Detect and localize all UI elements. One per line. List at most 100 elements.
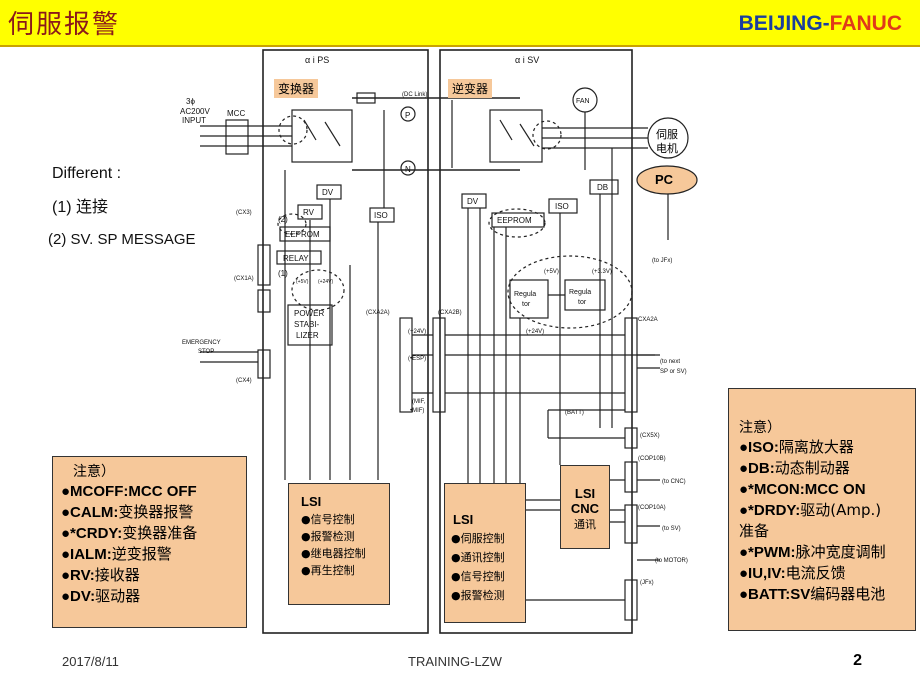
cx5x-label: (CX5X) — [640, 433, 660, 439]
lsi-ps-box: LSI ●信号控制 ●报警检测 ●继电器控制 ●再生控制 — [288, 483, 390, 605]
input-label-3: INPUT — [182, 116, 206, 125]
ps-rv-label: RV — [303, 208, 315, 217]
to-next-2: SP or SV) — [660, 369, 687, 375]
brand-part-2: FANUC — [829, 12, 902, 35]
plus3v-label: (+3.3V) — [592, 269, 612, 275]
lsi-cnc-title-1: LSI — [574, 486, 596, 501]
connector-cx1a — [257, 244, 271, 286]
motor-circle — [647, 117, 689, 159]
right-note-item: ●ISO:隔离放大器 — [739, 438, 854, 456]
right-note-item: ●BATT:SV编码器电池 — [739, 585, 886, 603]
ps-dv-label: DV — [322, 188, 334, 197]
db-label: DB — [597, 183, 608, 192]
right-note-item: ●*MCON:MCC ON — [739, 481, 866, 498]
slide-title: 伺服报警 — [8, 10, 121, 40]
ps-eeprom-label: EEPROM — [285, 230, 320, 239]
inverter-bridge — [489, 109, 543, 163]
ps-dv-box — [316, 184, 342, 200]
connector-cxa2a — [399, 317, 413, 413]
mark-2-label: (2) — [278, 215, 288, 224]
ps-iso-label: ISO — [374, 211, 388, 220]
connector-cx5x — [624, 427, 638, 449]
right-note-item: ●IU,IV:电流反馈 — [739, 564, 846, 582]
left-note-item: ●IALM:逆变报警 — [61, 545, 172, 563]
to-motor-label: (to MOTOR) — [655, 558, 688, 564]
sv-module-box — [439, 49, 633, 634]
regulator-2-line-1: Regula — [569, 289, 591, 296]
handwritten-line-1: Different : — [52, 165, 121, 182]
right-notes-panel: 注意） ●ISO:隔离放大器 ●DB:动态制动器 ●*MCON:MCC ON ●… — [728, 388, 916, 631]
power-stabilizer-3: LIZER — [296, 331, 319, 340]
db-box — [589, 179, 619, 195]
connector-cop10b — [624, 461, 638, 493]
connector-cop10a — [624, 504, 638, 544]
mcc-label: MCC — [227, 109, 245, 118]
ps-module-box — [262, 49, 429, 634]
lsi-sv-title: LSI — [453, 512, 474, 527]
mark-1-label: (1) — [278, 269, 288, 278]
mcc-contactor — [225, 119, 249, 155]
lsi-ps-item: ●再生控制 — [301, 564, 355, 577]
to-cnc-label: (to CNC) — [662, 479, 686, 485]
right-notes-head: 注意） — [739, 420, 781, 436]
sv-iso-box — [548, 198, 578, 214]
lsi-cnc-box: LSI CNC 通讯 — [560, 465, 610, 549]
converter-label: 变换器 — [274, 79, 319, 98]
p-label: P — [405, 111, 410, 120]
plus5v-label: (+5V) — [544, 269, 559, 275]
input-label-2: AC200V — [180, 107, 210, 116]
p-terminal — [400, 106, 416, 122]
lsi-sv-item: ●信号控制 — [451, 570, 505, 583]
left-note-item: ●RV:接收器 — [61, 566, 140, 584]
plus24v-sv-label: (+24V) — [526, 329, 544, 335]
left-note-item: ●MCOFF:MCC OFF — [61, 483, 197, 500]
esp-label: (•ESP) — [408, 356, 426, 362]
left-notes-head: 注意） — [73, 464, 115, 480]
left-note-item: ●CALM:变换器报警 — [61, 503, 194, 521]
power-stabilizer-2: STABI- — [294, 320, 320, 329]
connector-cx1a-2 — [257, 289, 271, 313]
lsi-ps-title: LSI — [301, 494, 322, 509]
to-next-1: (to next — [660, 359, 680, 365]
sv-dv-box — [461, 193, 487, 209]
pc-label: PC — [655, 172, 674, 187]
connector-cx4 — [257, 349, 271, 379]
handwritten-line-2: (1) 连接 — [52, 198, 108, 216]
sv-module-title: α i SV — [515, 55, 539, 65]
right-note-item: ●DB:动态制动器 — [739, 459, 850, 477]
shunt-resistor — [356, 92, 376, 104]
lsi-cnc-title-2: CNC — [570, 501, 600, 516]
brand-logo: BEIJING-FANUC — [739, 12, 902, 36]
right-note-item: ●*PWM:脉冲宽度调制 — [739, 543, 886, 561]
fan-label: FAN — [576, 98, 590, 105]
cx4-label: (CX4) — [236, 378, 252, 384]
brand-part-1: BEIJING- — [738, 12, 830, 35]
lsi-sv-box: LSI ●伺服控制 ●通讯控制 ●信号控制 ●报警检测 — [444, 483, 526, 623]
to-jfx-label: (to JFx) — [652, 258, 672, 264]
emergency-label-1: EMERGENCY — [182, 340, 221, 346]
sv-eeprom-label: EEPROM — [497, 216, 532, 225]
connector-cxa2a-right — [624, 317, 638, 413]
plus24v-label: (+24V) — [408, 329, 426, 335]
dc-link-label: (DC Link) — [402, 92, 427, 98]
cop10a-label: (COP10A) — [638, 505, 666, 511]
motor-label-1: 伺服 — [656, 128, 678, 141]
cxa2a-label: (CXA2A) — [366, 310, 390, 316]
power-stabilizer-1: POWER — [294, 309, 324, 318]
footer-date: 2017/8/11 — [62, 654, 119, 669]
regulator-1-line-1: Regula — [514, 291, 536, 298]
lsi-sv-item: ●通讯控制 — [451, 551, 505, 564]
lsi-cnc-sub: 通讯 — [574, 518, 596, 531]
inverter-label: 逆变器 — [448, 79, 493, 98]
handwritten-line-3: (2) SV. SP MESSAGE — [48, 231, 196, 248]
regulator-1 — [509, 279, 549, 319]
sv-iso-label: ISO — [555, 202, 569, 211]
slide-header: 伺服报警 BEIJING-FANUC — [0, 0, 920, 45]
lsi-sv-item: ●报警检测 — [451, 589, 505, 602]
relay-label: RELAY — [283, 254, 309, 263]
mif-label-1: (MIF, — [412, 399, 426, 405]
page-number: 2 — [853, 652, 862, 669]
regulator-2-line-2: tor — [578, 299, 587, 306]
emergency-label-2: STOP — [198, 349, 214, 355]
